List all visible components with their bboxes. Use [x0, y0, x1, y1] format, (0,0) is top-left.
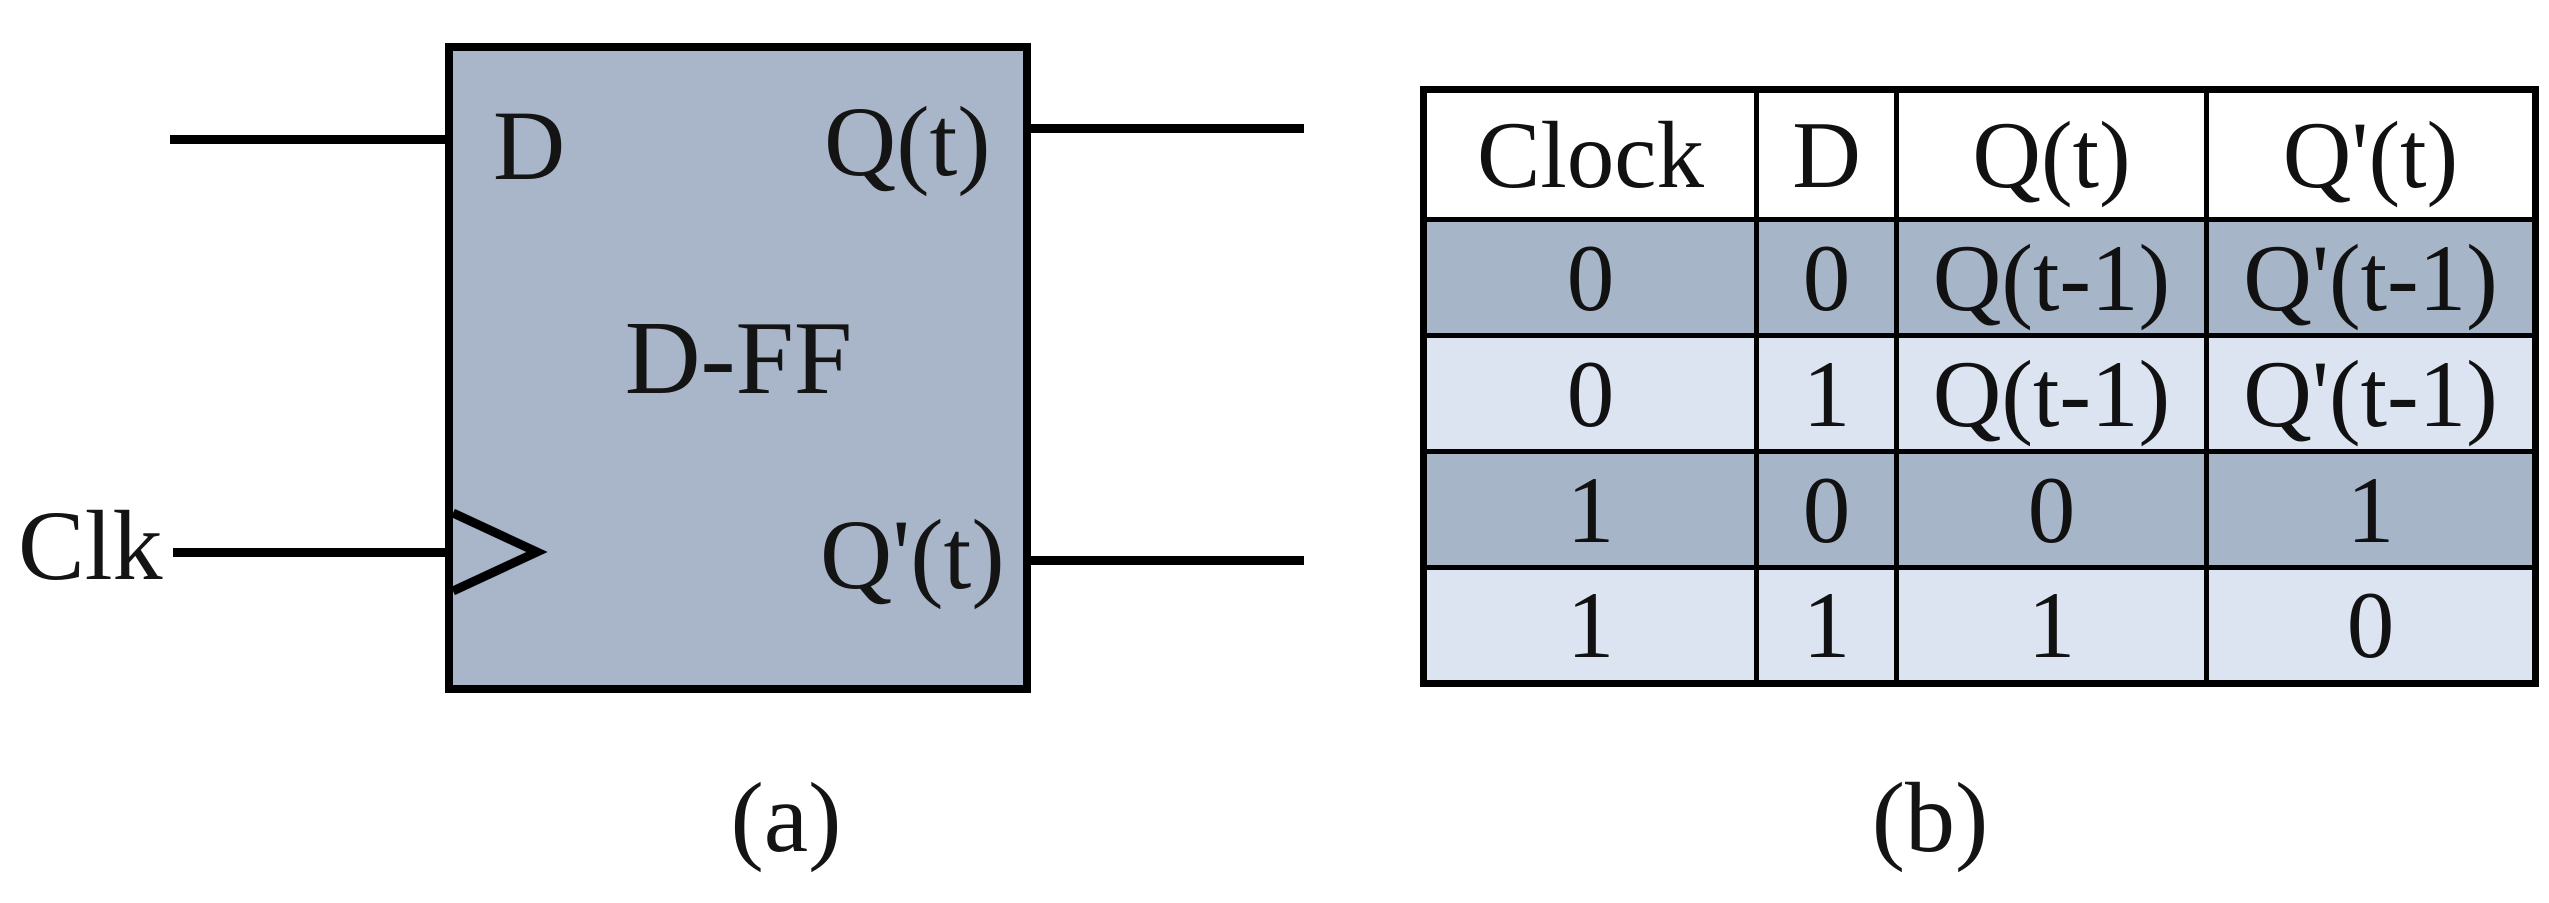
truth-table-cell: 0	[1754, 217, 1899, 338]
truth-table-cell: 1	[1754, 333, 1899, 454]
truth-table-header-d: D	[1754, 87, 1899, 222]
d-input-label: D	[493, 90, 566, 201]
truth-table-header-qt: Q(t)	[1894, 87, 2209, 222]
dff-box	[445, 43, 1031, 693]
q-output-wire	[1023, 124, 1304, 133]
truth-table-header-row: Clock D Q(t) Q'(t)	[1421, 87, 2538, 222]
truth-table-cell: 0	[1421, 217, 1759, 338]
table-row: 1 1 1 0	[1421, 565, 2538, 686]
d-input-wire	[170, 135, 453, 144]
truth-table: Clock D Q(t) Q'(t) 0 0 Q(t-1) Q'(t-1) 0 …	[1420, 86, 2539, 687]
caption-b: (b)	[1871, 762, 1989, 873]
truth-table-cell: 1	[1421, 449, 1759, 570]
truth-table-cell: 0	[1421, 333, 1759, 454]
clock-edge-triangle-icon	[453, 508, 548, 596]
truth-table-cell: 1	[1894, 565, 2209, 686]
clk-input-wire	[173, 548, 453, 557]
truth-table-cell: 1	[1421, 565, 1759, 686]
truth-table-cell: Q(t-1)	[1894, 217, 2209, 338]
qprime-output-label: Q'(t)	[820, 499, 1005, 610]
truth-table-cell: 0	[1754, 449, 1899, 570]
truth-table-cell: 0	[1894, 449, 2209, 570]
truth-table-cell: 1	[2204, 449, 2538, 570]
truth-table-cell: Q'(t-1)	[2204, 333, 2538, 454]
q-output-label: Q(t)	[824, 86, 991, 197]
table-row: 1 0 0 1	[1421, 449, 2538, 570]
truth-table-header-clock: Clock	[1421, 87, 1759, 222]
table-row: 0 0 Q(t-1) Q'(t-1)	[1421, 217, 2538, 338]
truth-table-header-qpt: Q'(t)	[2204, 87, 2538, 222]
truth-table-cell: Q'(t-1)	[2204, 217, 2538, 338]
truth-table-cell: 0	[2204, 565, 2538, 686]
clk-label: Clk	[18, 490, 163, 601]
truth-table-cell: 1	[1754, 565, 1899, 686]
caption-a: (a)	[730, 762, 842, 873]
dff-box-label: D-FF	[624, 299, 853, 416]
qprime-output-wire	[1023, 556, 1304, 565]
table-row: 0 1 Q(t-1) Q'(t-1)	[1421, 333, 2538, 454]
truth-table-cell: Q(t-1)	[1894, 333, 2209, 454]
